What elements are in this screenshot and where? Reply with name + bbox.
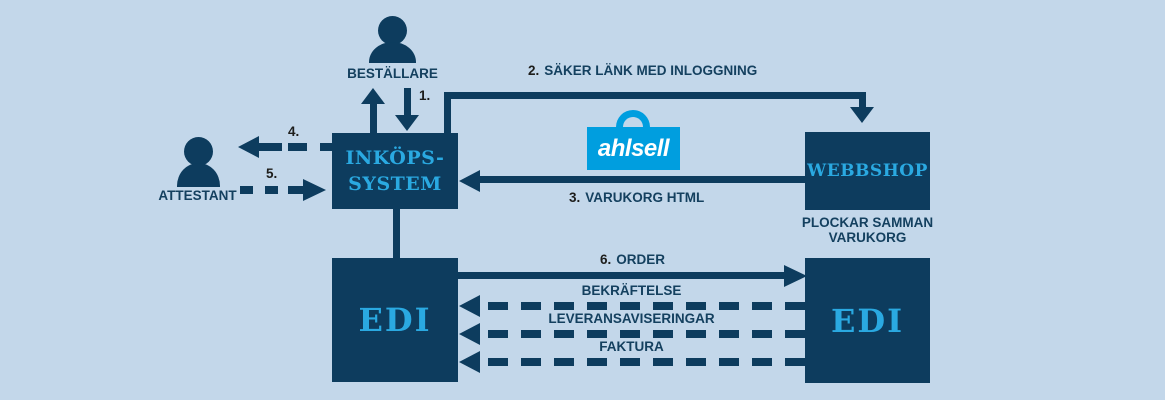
step2-number: 2. — [528, 63, 540, 78]
flow5-dashes — [240, 186, 290, 194]
step2-label: SÄKER LÄNK MED INLOGGNING — [544, 63, 758, 78]
arrow-left-icon — [459, 295, 480, 317]
step6-number: 6. — [600, 252, 612, 267]
edi-right-box: EDI — [805, 258, 930, 383]
inkops-edi-connector — [393, 209, 400, 258]
faktura-dashes — [481, 358, 805, 366]
flow5-shaft — [288, 186, 304, 194]
step2-label-group: 2. SÄKER LÄNK MED INLOGGNING — [528, 63, 757, 78]
arrow-left-icon — [459, 323, 480, 345]
step6-label-group: 6. ORDER — [600, 252, 665, 267]
step6-label: ORDER — [616, 252, 666, 267]
step3-label: VARUKORG HTML — [585, 190, 705, 205]
arrow-down-icon — [850, 107, 874, 123]
step1-number: 1. — [419, 88, 431, 103]
bestallare-label: BESTÄLLARE — [347, 66, 438, 81]
ahlsell-logo: ahlsell — [587, 110, 680, 170]
inkopssystem-title-line2: SYSTEM — [348, 173, 442, 195]
step5-number: 5. — [266, 166, 278, 181]
inkopssystem-box: INKÖPS- SYSTEM — [332, 133, 458, 209]
arrow-left-icon — [459, 351, 480, 373]
person-head-icon — [184, 137, 213, 166]
flow3-shaft — [478, 176, 805, 183]
attestant-person-icon — [177, 137, 220, 187]
edi-left-title: EDI — [358, 301, 432, 339]
inkopssystem-title-line1: INKÖPS- — [345, 147, 445, 169]
bekraftelse-label: BEKRÄFTELSE — [581, 283, 682, 298]
leveransaviseringar-label: LEVERANSAVISERINGAR — [548, 311, 715, 326]
flow4-dashes — [288, 143, 332, 151]
arrow-left-icon — [238, 136, 259, 158]
bestallare-person-icon — [369, 16, 416, 63]
flow2-vertical-start — [444, 96, 451, 133]
arrow-right-icon — [784, 265, 807, 287]
bag-handle-icon — [616, 110, 650, 134]
person-head-icon — [378, 16, 407, 45]
flow6-shaft — [458, 272, 786, 279]
webbshop-subtitle: PLOCKAR SAMMAN VARUKORG — [795, 215, 940, 245]
bekraftelse-dashes — [481, 302, 805, 310]
arrow-right-icon — [303, 179, 326, 201]
arrow-down-icon — [395, 115, 419, 131]
arrow-left-icon — [459, 170, 480, 192]
step3-number: 3. — [569, 190, 581, 205]
edi-left-box: EDI — [332, 258, 458, 382]
step3-label-group: 3. VARUKORG HTML — [569, 190, 704, 205]
webbshop-subtitle-line2: VARUKORG — [828, 230, 907, 245]
webbshop-box: WEBBSHOP — [805, 132, 930, 210]
arrow-down-shaft — [404, 88, 411, 116]
arrow-up-shaft — [370, 103, 377, 133]
person-body-icon — [177, 163, 220, 187]
bag-icon: ahlsell — [587, 127, 680, 170]
webbshop-subtitle-line1: PLOCKAR SAMMAN — [801, 215, 934, 230]
attestant-label: ATTESTANT — [158, 188, 237, 203]
leveransaviseringar-dashes — [481, 330, 805, 338]
flow2-vertical-end — [859, 98, 866, 108]
flow2-horizontal — [444, 92, 866, 99]
faktura-label: FAKTURA — [599, 339, 664, 354]
ahlsell-logo-text: ahlsell — [597, 134, 670, 162]
webbshop-title: WEBBSHOP — [807, 161, 928, 181]
edi-right-title: EDI — [830, 301, 905, 340]
flow4-shaft — [258, 143, 282, 151]
step4-number: 4. — [288, 124, 300, 139]
person-body-icon — [369, 42, 416, 63]
arrow-up-icon — [361, 88, 385, 104]
